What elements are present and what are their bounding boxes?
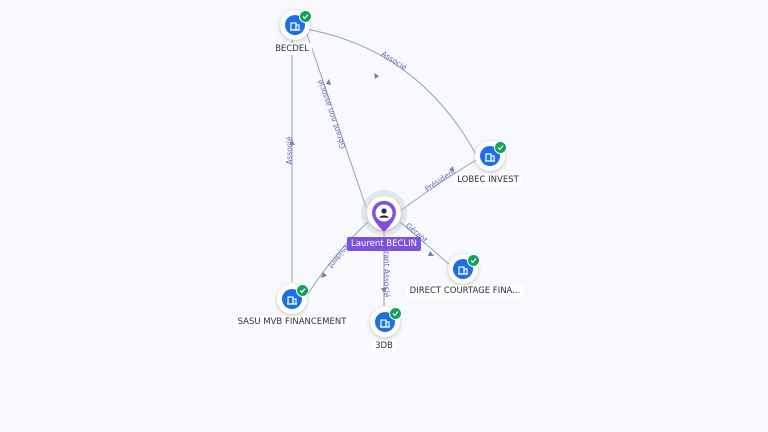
- verified-check-icon: [389, 307, 402, 320]
- node-label: DIRECT COURTAGE FINA...: [406, 285, 524, 297]
- verified-check-icon: [299, 10, 312, 23]
- node-label: SASU MVB FINANCEMENT: [234, 316, 350, 328]
- edge-label-person-tdb: Gérant Associé: [382, 241, 391, 298]
- verified-check-icon: [467, 254, 480, 267]
- node-label: 3DB: [372, 340, 396, 352]
- arrow-person-becdel: [326, 79, 331, 85]
- edge-label-becdel-lobec: Associé: [380, 49, 409, 72]
- edge-label-sasu-becdel: Associé: [285, 136, 294, 165]
- arrow-sasu-becdel: [289, 140, 295, 145]
- verified-check-icon: [494, 141, 507, 154]
- arrow-person-sasu: [321, 272, 327, 278]
- arrow-person-direct: [428, 251, 434, 256]
- node-label: LOBEC INVEST: [454, 174, 522, 186]
- node-label: BECDEL: [272, 43, 312, 55]
- arrow-person-lobec: [449, 166, 454, 172]
- person-icon: [372, 201, 396, 232]
- edge-label-person-becdel: Gérant non associé: [315, 78, 347, 150]
- verified-check-icon: [296, 284, 309, 297]
- arrow-becdel-lobec: [374, 73, 379, 79]
- arrow-person-tdb: [381, 288, 387, 293]
- person-label: Laurent BECLIN: [346, 237, 422, 251]
- edge-becdel-lobec: [305, 28, 479, 159]
